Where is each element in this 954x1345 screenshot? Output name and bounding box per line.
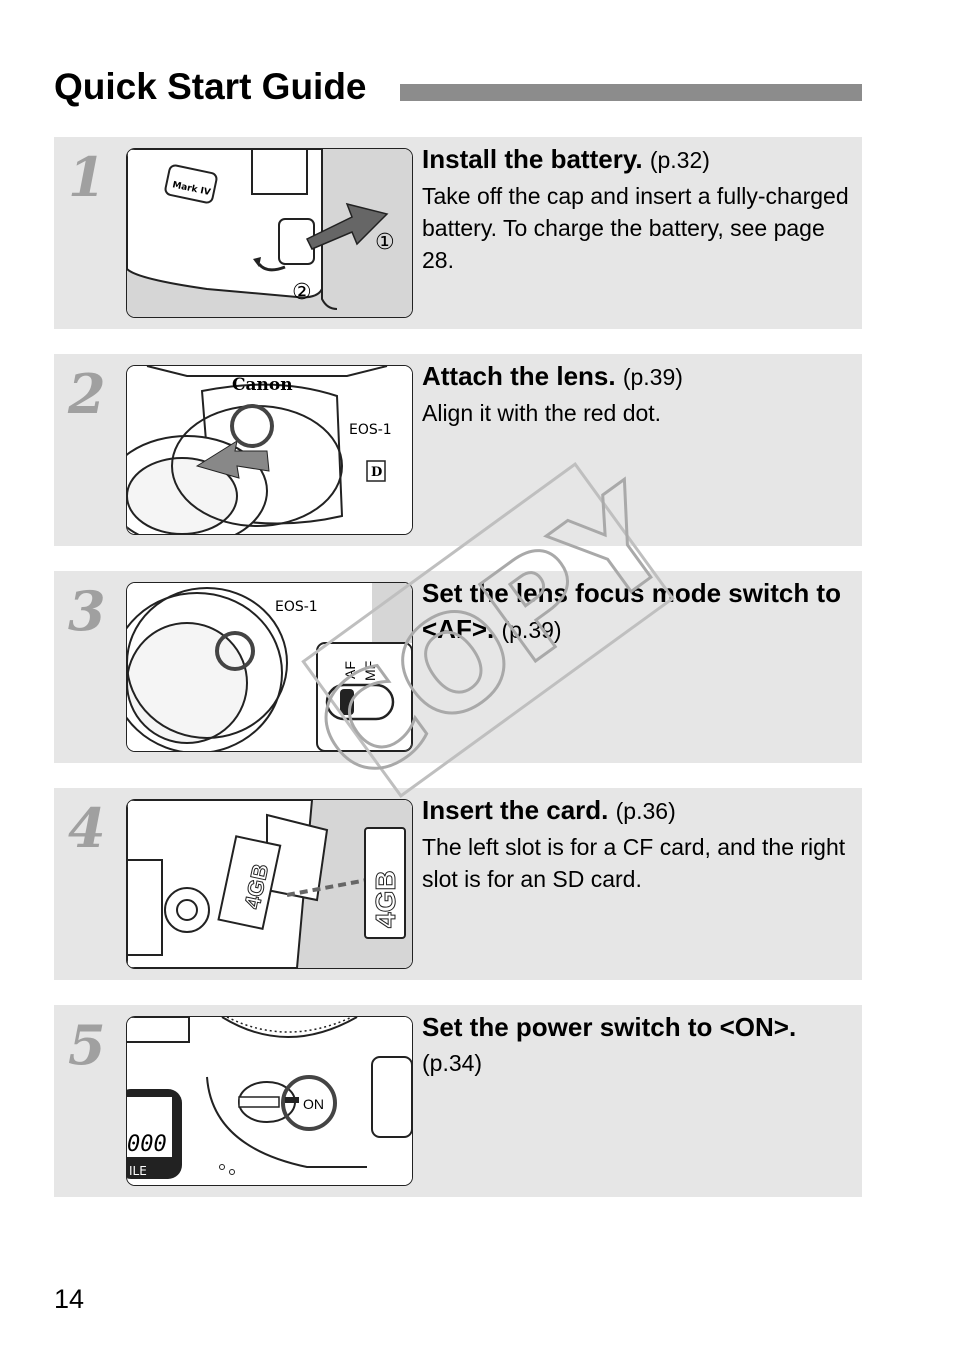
step-text: Install the battery. (p.32) Take off the… bbox=[422, 141, 858, 276]
step-heading: Insert the card. bbox=[422, 795, 609, 825]
camera-battery-icon: Mark IV ① ② bbox=[127, 149, 412, 317]
camera-lens-icon: Canon EOS-1 D bbox=[127, 366, 412, 534]
step-1: 1 Mark IV ① ② Install the battery. (p.32… bbox=[54, 137, 862, 329]
step-body: Align it with the red dot. bbox=[422, 400, 662, 426]
on-label: ON bbox=[303, 1096, 324, 1112]
step-heading: Set the lens focus mode switch to <AF>. bbox=[422, 578, 841, 644]
lcd-digits-label: 000 bbox=[127, 1132, 167, 1157]
step-number: 3 bbox=[68, 579, 106, 643]
step-body: Take off the cap and insert a fully-char… bbox=[422, 183, 849, 273]
step-text: Insert the card. (p.36) The left slot is… bbox=[422, 792, 858, 895]
step-body: The left slot is for a CF card, and the … bbox=[422, 834, 846, 892]
step-heading: Install the battery. bbox=[422, 144, 643, 174]
step-2: 2 Canon EOS-1 D Attach the lens. (p.39) … bbox=[54, 354, 862, 546]
power-switch-illustration: 000 ILE ON bbox=[126, 1016, 413, 1186]
sd-card-label: 4GB bbox=[370, 870, 401, 928]
focus-switch-illustration: EOS-1 AF MF bbox=[126, 582, 413, 752]
mf-label: MF bbox=[362, 661, 378, 681]
step-number: 1 bbox=[68, 145, 106, 209]
page-ref: (p.39) bbox=[501, 617, 562, 643]
page-ref: (p.34) bbox=[422, 1050, 483, 1076]
af-label: AF bbox=[342, 661, 358, 679]
memory-card-icon: 4GB 4GB bbox=[127, 800, 412, 968]
lcd-file-label: ILE bbox=[129, 1164, 147, 1178]
step-number: 2 bbox=[68, 362, 106, 426]
page-title: Quick Start Guide bbox=[54, 66, 367, 107]
battery-illustration: Mark IV ① ② bbox=[126, 148, 413, 318]
page-ref: (p.32) bbox=[649, 147, 710, 173]
step-4: 4 4GB 4GB Insert the card. (p.36) The le… bbox=[54, 788, 862, 980]
callout-1-icon: ① bbox=[375, 230, 395, 255]
step-number: 4 bbox=[68, 796, 106, 860]
step-text: Set the power switch to <ON>. (p.34) bbox=[422, 1009, 858, 1079]
eos-label: EOS-1 bbox=[349, 422, 392, 438]
power-switch-icon: 000 ILE ON bbox=[127, 1017, 412, 1185]
step-text: Set the lens focus mode switch to <AF>. … bbox=[422, 575, 858, 648]
step-5: 5 000 ILE ON Set the power switch to <ON… bbox=[54, 1005, 862, 1197]
canon-logo-label: Canon bbox=[232, 375, 293, 395]
card-illustration: 4GB 4GB bbox=[126, 799, 413, 969]
eos-label: EOS-1 bbox=[275, 599, 318, 615]
step-text: Attach the lens. (p.39) Align it with th… bbox=[422, 358, 858, 429]
step-heading: Set the power switch to <ON>. bbox=[422, 1012, 797, 1042]
page-ref: (p.39) bbox=[622, 364, 683, 390]
title-rule bbox=[400, 84, 862, 101]
callout-2-icon: ② bbox=[292, 280, 312, 305]
lens-illustration: Canon EOS-1 D bbox=[126, 365, 413, 535]
step-3: 3 EOS-1 AF MF Set the lens focus mode sw… bbox=[54, 571, 862, 763]
page-ref: (p.36) bbox=[615, 798, 676, 824]
page-number: 14 bbox=[54, 1284, 85, 1314]
step-heading: Attach the lens. bbox=[422, 361, 616, 391]
af-switch-icon: EOS-1 AF MF bbox=[127, 583, 412, 751]
d-label: D bbox=[371, 465, 382, 480]
step-number: 5 bbox=[68, 1013, 106, 1077]
